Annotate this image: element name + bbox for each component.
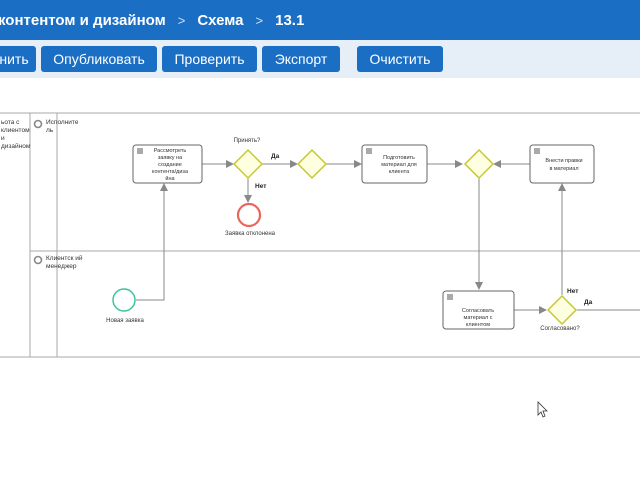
lane-label-line: менеджер (46, 263, 77, 270)
pool-label: ьота с клиентом и дизайном (1, 119, 31, 150)
task-label-line: Рассмотреть (154, 148, 187, 154)
user-icon (137, 148, 143, 154)
user-icon (447, 294, 453, 300)
sequence-flows (136, 160, 640, 314)
task-prepare-material[interactable]: Подготовить материал для клиента (361, 144, 428, 184)
diagram-canvas[interactable]: ьота с клиентом и дизайном Исполните ль … (0, 78, 640, 480)
flow-label-yes: Да (584, 299, 593, 306)
task-label-line: клиента (389, 169, 410, 175)
pool-label-line: ьота с (1, 119, 20, 126)
end-event-rejected[interactable]: Заявка отклонена (225, 202, 276, 237)
flow-start-review (136, 183, 168, 301)
task-label-line: создание (158, 162, 182, 168)
task-label-line: клиентом (466, 322, 490, 328)
flow-label-yes: Да (271, 153, 280, 160)
breadcrumb: контентом и дизайном > Схема > 13.1 (0, 0, 640, 40)
gateway-merge-2[interactable] (463, 148, 495, 180)
lane-executor[interactable]: Исполните ль (33, 119, 79, 134)
task-label-line: контента/диза (152, 169, 189, 175)
start-event-new-request[interactable]: Новая заявка (106, 288, 144, 324)
flow-label-no: Нет (567, 288, 578, 295)
task-label-line: Внести правки (545, 158, 582, 164)
chevron-right-icon: > (255, 12, 264, 28)
lane-client-manager[interactable]: Клиентск ий менеджер (33, 254, 83, 270)
export-button[interactable]: Экспорт (262, 46, 340, 72)
save-button[interactable]: нить (0, 46, 36, 72)
gear-icon (33, 119, 43, 129)
lane-label-line: ль (46, 127, 54, 134)
user-icon (366, 148, 372, 154)
publish-button[interactable]: Опубликовать (41, 46, 157, 72)
gateway-approved[interactable]: Согласовано? (540, 294, 580, 332)
task-approve-with-client[interactable]: Согласовать материал с клиентом (442, 290, 515, 330)
task-label-line: заявку на (158, 155, 183, 161)
event-label: Новая заявка (106, 318, 144, 324)
clear-button[interactable]: Очистить (357, 46, 443, 72)
lane-label-line: Клиентск ий (46, 254, 83, 262)
event-label: Заявка отклонена (225, 231, 276, 237)
user-icon (534, 148, 540, 154)
breadcrumb-item-version[interactable]: 13.1 (275, 11, 305, 29)
task-review-request[interactable]: Рассмотреть заявку на создание контента/… (132, 144, 203, 184)
task-label-line: в материал (549, 166, 578, 172)
gear-icon (33, 255, 43, 265)
lane-label-line: Исполните (46, 119, 79, 126)
flow-label-no: Нет (255, 183, 266, 190)
mouse-cursor-icon (537, 401, 548, 418)
task-label-line: йна (165, 175, 175, 182)
task-label-line: Подготовить (383, 155, 415, 161)
pool-label-line: клиентом (1, 127, 30, 134)
gateway-label: Согласовано? (540, 326, 580, 332)
gateway-accept[interactable]: Принять? (232, 138, 264, 180)
pool-label-line: и (1, 135, 5, 142)
chevron-right-icon: > (177, 12, 186, 28)
task-label-line: материал с (464, 315, 493, 321)
task-make-edits[interactable]: Внести правки в материал (529, 144, 595, 184)
pool[interactable] (0, 112, 640, 358)
gateway-merge-1[interactable] (296, 148, 328, 180)
check-button[interactable]: Проверить (162, 46, 257, 72)
task-label-line: Согласовать (462, 308, 494, 314)
gateway-label: Принять? (234, 138, 261, 144)
breadcrumb-item-schema[interactable]: Схема (197, 11, 244, 29)
toolbar: нить Опубликовать Проверить Экспорт Очис… (0, 40, 640, 78)
task-label-line: материал для (381, 162, 417, 168)
pool-label-line: дизайном (1, 142, 31, 150)
breadcrumb-item-process[interactable]: контентом и дизайном (0, 11, 166, 29)
